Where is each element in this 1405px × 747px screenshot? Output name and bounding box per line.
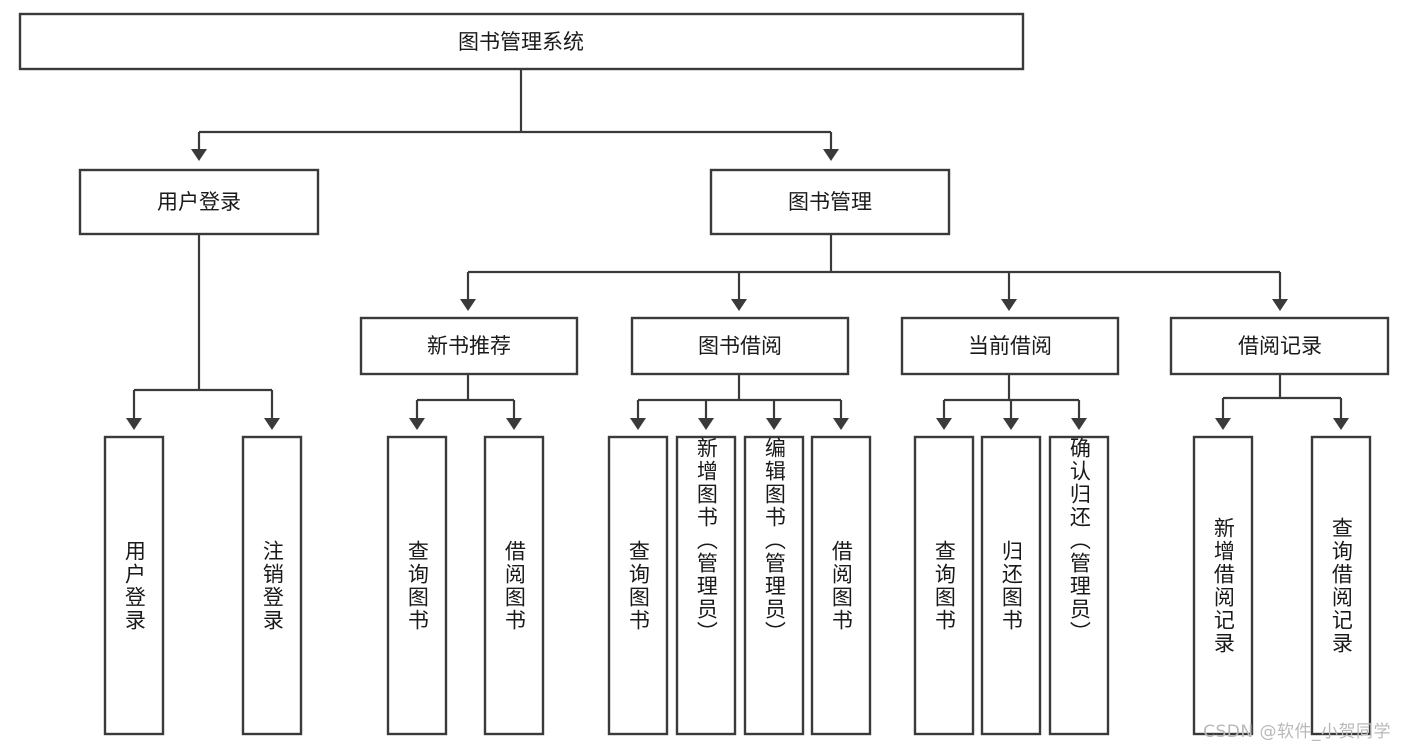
leaf-box-current-borrow-0[interactable] (913, 435, 975, 736)
node-book-management[interactable]: 图书管理 (709, 168, 951, 236)
leaf-box-book-borrow-2[interactable] (743, 435, 805, 736)
leaf-box-book-borrow-0[interactable] (607, 435, 669, 736)
leaf-box-borrow-record-0[interactable] (1192, 435, 1254, 736)
connector-currentborrow-to-leaves (936, 374, 1087, 430)
leaf-box-book-borrow-3[interactable] (810, 435, 872, 736)
connector-userlogin-to-leaves (126, 234, 280, 430)
csdn-watermark: CSDN @软件_小贺同学 (1203, 722, 1391, 742)
node-user-login[interactable]: 用户登录 (78, 168, 320, 236)
node-new-book-recommend[interactable]: 新书推荐 (359, 316, 579, 376)
node-current-borrow[interactable]: 当前借阅 (900, 316, 1120, 376)
node-root[interactable]: 图书管理系统 (18, 12, 1025, 71)
leaf-box-user-login-1[interactable] (241, 435, 303, 736)
leaf-box-borrow-record-1[interactable] (1310, 435, 1372, 736)
node-current-borrow-label: 当前借阅 (968, 334, 1052, 358)
connector-bookmgmt-to-level3 (460, 234, 1288, 311)
node-borrow-record[interactable]: 借阅记录 (1169, 316, 1390, 376)
node-new-book-recommend-label: 新书推荐 (427, 334, 511, 358)
leaf-box-new-book-0[interactable] (386, 435, 448, 736)
connector-borrowrecord-to-leaves (1215, 374, 1349, 430)
node-root-label: 图书管理系统 (458, 30, 584, 54)
node-book-borrow-label: 图书借阅 (698, 334, 782, 358)
connector-root-to-level2 (191, 69, 839, 161)
node-borrow-record-label: 借阅记录 (1238, 334, 1322, 358)
connector-bookborrow-to-leaves (630, 374, 849, 430)
node-user-login-label: 用户登录 (157, 190, 241, 214)
connector-newbook-to-leaves (409, 374, 522, 430)
node-book-borrow[interactable]: 图书借阅 (630, 316, 850, 376)
leaf-box-book-borrow-1[interactable] (675, 435, 737, 736)
leaf-box-current-borrow-1[interactable] (980, 435, 1042, 736)
leaf-box-user-login-0[interactable] (103, 435, 165, 736)
node-book-management-label: 图书管理 (788, 190, 872, 214)
leaf-box-current-borrow-2[interactable] (1048, 435, 1110, 736)
leaf-box-new-book-1[interactable] (483, 435, 545, 736)
